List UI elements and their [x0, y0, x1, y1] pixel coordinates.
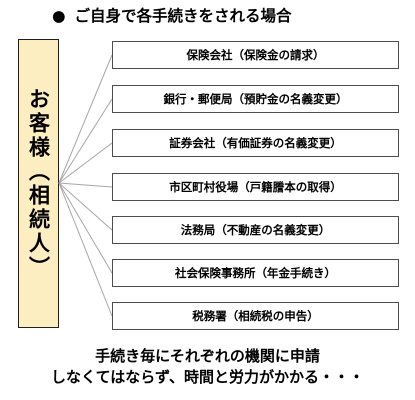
section-heading: ● ご自身で各手続きをされる場合 [52, 4, 292, 26]
connector-line-1 [58, 54, 113, 184]
connector-line-5 [58, 182, 113, 231]
connector-line-6 [58, 182, 113, 274]
connector-line-2 [58, 98, 113, 184]
bullet-icon: ● [52, 7, 66, 25]
institution-box-social-insurance: 社会保険事務所（年金手続き） [112, 259, 399, 287]
institution-box-tax-office: 税務署（相続税の申告） [112, 302, 399, 330]
footer-line-2: しなくてはならず、時間と労力がかかる・・・ [51, 368, 364, 386]
institution-box-legal-affairs: 法務局（不動産の名義変更） [112, 216, 399, 244]
connector-line-4 [58, 182, 113, 188]
heading-text: ご自身で各手続きをされる場合 [74, 7, 292, 25]
connector-line-3 [58, 142, 113, 184]
institution-box-municipal-office: 市区町村役場（戸籍謄本の取得） [112, 173, 399, 201]
customer-label: お客様（相続人） [26, 87, 51, 280]
customer-box: お客様（相続人） [18, 39, 59, 328]
connector-line-7 [58, 182, 113, 317]
institution-box-insurance: 保険会社（保険金の請求） [112, 41, 399, 69]
institution-box-bank: 銀行・郵便局（預貯金の名義変更） [112, 85, 399, 113]
footer-line-1: 手続き毎にそれぞれの機関に申請 [95, 347, 320, 365]
institution-box-securities: 証券会社（有価証券の名義変更） [112, 129, 399, 157]
